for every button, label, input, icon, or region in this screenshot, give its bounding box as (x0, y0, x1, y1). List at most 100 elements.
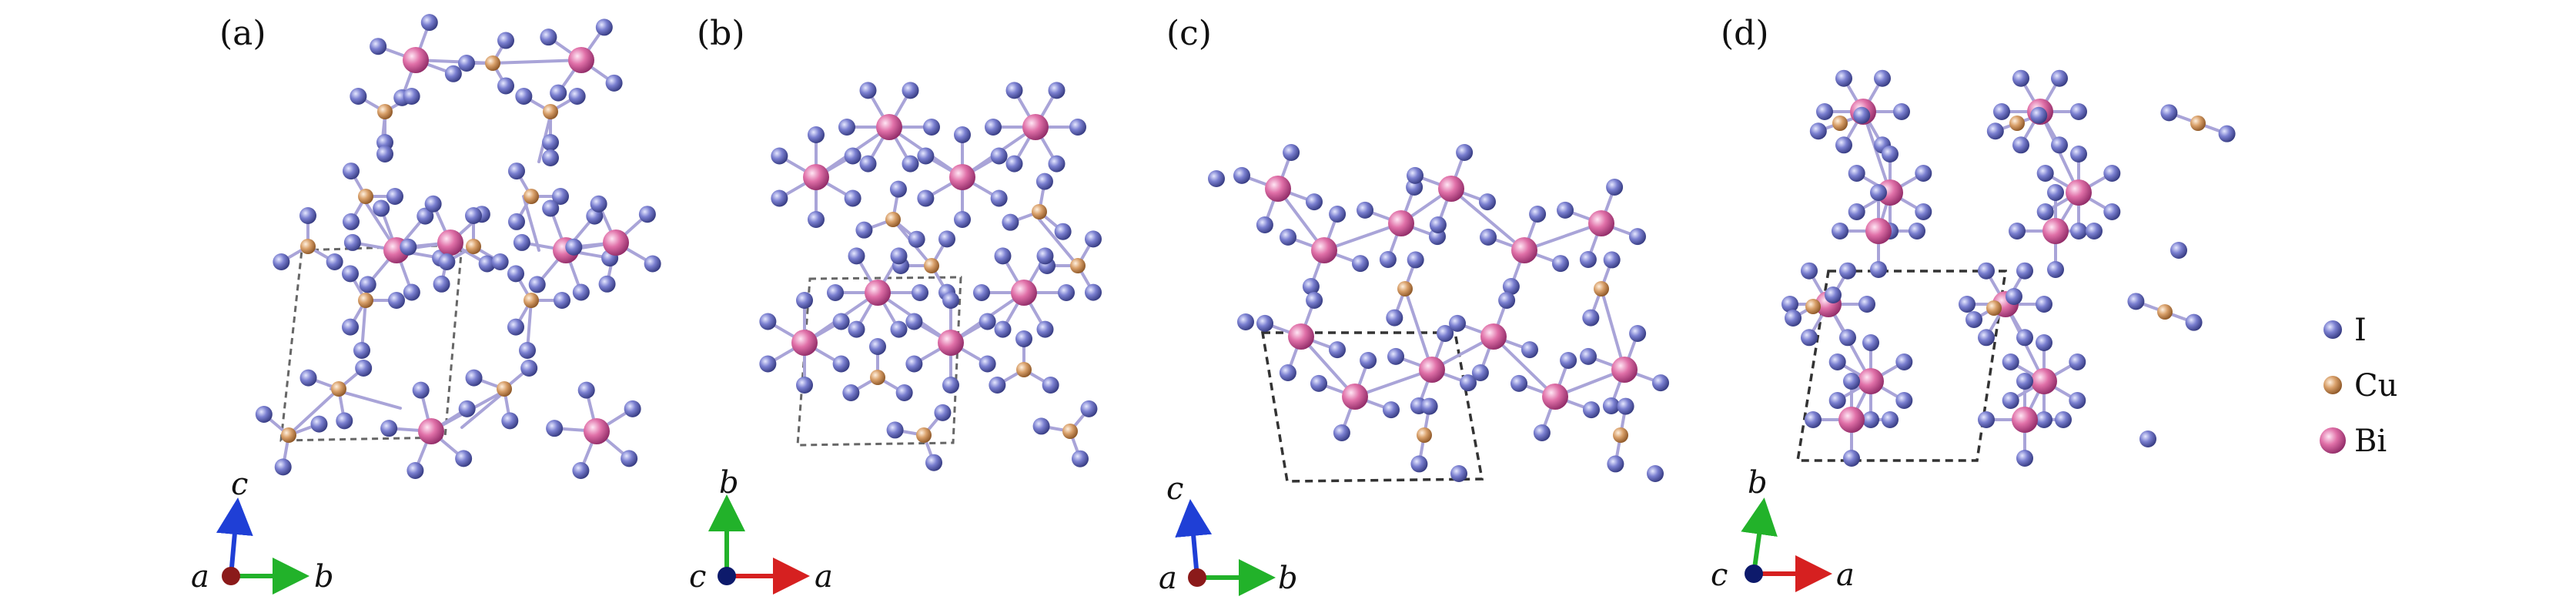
iodine-atom (2016, 329, 2033, 347)
axis-origin-label-b: c (689, 559, 706, 595)
bismuth-atom (865, 280, 891, 306)
iodine-atom (1816, 103, 1833, 120)
iodine-atom (1617, 397, 1634, 415)
iodine-atom (1306, 292, 1323, 310)
iodine-atom (1002, 213, 1019, 231)
iodine-atom (1606, 179, 1624, 196)
iodine-atom (350, 88, 367, 105)
bond (1523, 222, 1603, 252)
iodine-atom (1279, 363, 1296, 381)
iodine-atom (598, 275, 616, 293)
unit-cell-c (1260, 331, 1484, 483)
iodine-atom (1529, 206, 1547, 223)
iodine-atom (2103, 165, 2121, 182)
atoms-d (1781, 69, 2236, 467)
iodine-atom (507, 265, 524, 283)
iodine-atom (478, 255, 496, 273)
copper-atom (1805, 299, 1821, 314)
bond (1450, 187, 1526, 252)
iodine-atom (554, 292, 570, 309)
bismuth-atom (1838, 407, 1865, 433)
panel-c-label: (c) (1166, 14, 1212, 53)
iodine-atom (2036, 334, 2052, 351)
axis-origin-dot-d (1745, 564, 1763, 583)
iodine-atom (359, 276, 376, 293)
iodine-atom (1843, 373, 1860, 390)
iodine-atom (1986, 122, 2004, 140)
bismuth-atom (1022, 114, 1049, 140)
legend-copper-swatch (2323, 376, 2342, 394)
iodine-atom (1058, 284, 1075, 301)
iodine-atom (890, 320, 908, 338)
iodine-atom (1801, 329, 1818, 347)
iodine-atom (343, 233, 361, 251)
bismuth-atom (1438, 176, 1464, 202)
bond (491, 59, 583, 65)
iodine-atom (2016, 450, 2033, 467)
iodine-atom (353, 342, 370, 359)
iodine-atom (255, 406, 273, 424)
copper-atom (885, 212, 901, 227)
iodine-atom (985, 119, 1002, 136)
iodine-atom (2070, 103, 2087, 120)
iodine-atom (1510, 374, 1528, 392)
iodine-atom (848, 247, 865, 265)
iodine-atom (1333, 424, 1350, 441)
iodine-atom (832, 313, 850, 330)
iodine-atom (2009, 223, 2026, 240)
iodine-atom (1328, 341, 1346, 359)
iodine-atom (2036, 165, 2054, 182)
iodine-atom (336, 412, 353, 430)
iodine-atom (403, 88, 420, 105)
bond (287, 387, 340, 437)
iodine-atom (1480, 228, 1497, 246)
iodine-atom (1449, 314, 1467, 332)
iodine-atom (373, 199, 390, 217)
panel-b: (b) b a c (689, 14, 1102, 595)
iodine-atom (1521, 341, 1538, 359)
iodine-atom (908, 230, 925, 248)
iodine-atom (796, 292, 813, 309)
bond (1353, 368, 1434, 398)
iodine-atom (343, 213, 360, 230)
iodine-atom (1978, 262, 1995, 280)
iodine-atom (1533, 424, 1551, 441)
iodine-atom (355, 360, 373, 377)
iodine-atom (542, 199, 560, 217)
iodine-atom (1471, 363, 1489, 381)
iodine-atom (1882, 411, 1899, 428)
iodine-atom (895, 384, 913, 401)
iodine-atom (990, 147, 1008, 165)
iodine-atom (902, 155, 919, 173)
axis-right-label-c: b (1278, 561, 1298, 596)
iodine-atom (1498, 292, 1516, 310)
axis-up-label-a: c (231, 467, 248, 502)
bismuth-atom (2042, 218, 2069, 244)
atoms-c (1208, 144, 1669, 482)
iodine-atom (2069, 392, 2086, 409)
iodine-atom (2005, 288, 2022, 305)
iodine-atom (1828, 353, 1846, 370)
panel-c: (c) c b a (1159, 14, 1669, 596)
bismuth-atom (1865, 218, 1892, 244)
iodine-atom (855, 221, 873, 239)
iodine-atom (424, 195, 442, 213)
iodine-atom (370, 38, 387, 55)
iodine-atom (1882, 146, 1899, 162)
iodine-atom (458, 55, 475, 72)
bismuth-atom (949, 164, 975, 190)
iodine-atom (2036, 411, 2052, 428)
copper-atom (543, 104, 558, 119)
iodine-atom (572, 461, 590, 479)
copper-atom (1032, 204, 1047, 219)
iodine-atom (1407, 251, 1424, 269)
iodine-atom (954, 126, 971, 143)
iodine-atom (905, 313, 923, 330)
iodine-atom (1387, 347, 1405, 365)
iodine-atom (1870, 261, 1887, 278)
iodine-atom (1557, 201, 1574, 219)
iodine-atom (848, 320, 865, 338)
iodine-atom (844, 189, 861, 207)
iodine-atom (771, 147, 788, 165)
